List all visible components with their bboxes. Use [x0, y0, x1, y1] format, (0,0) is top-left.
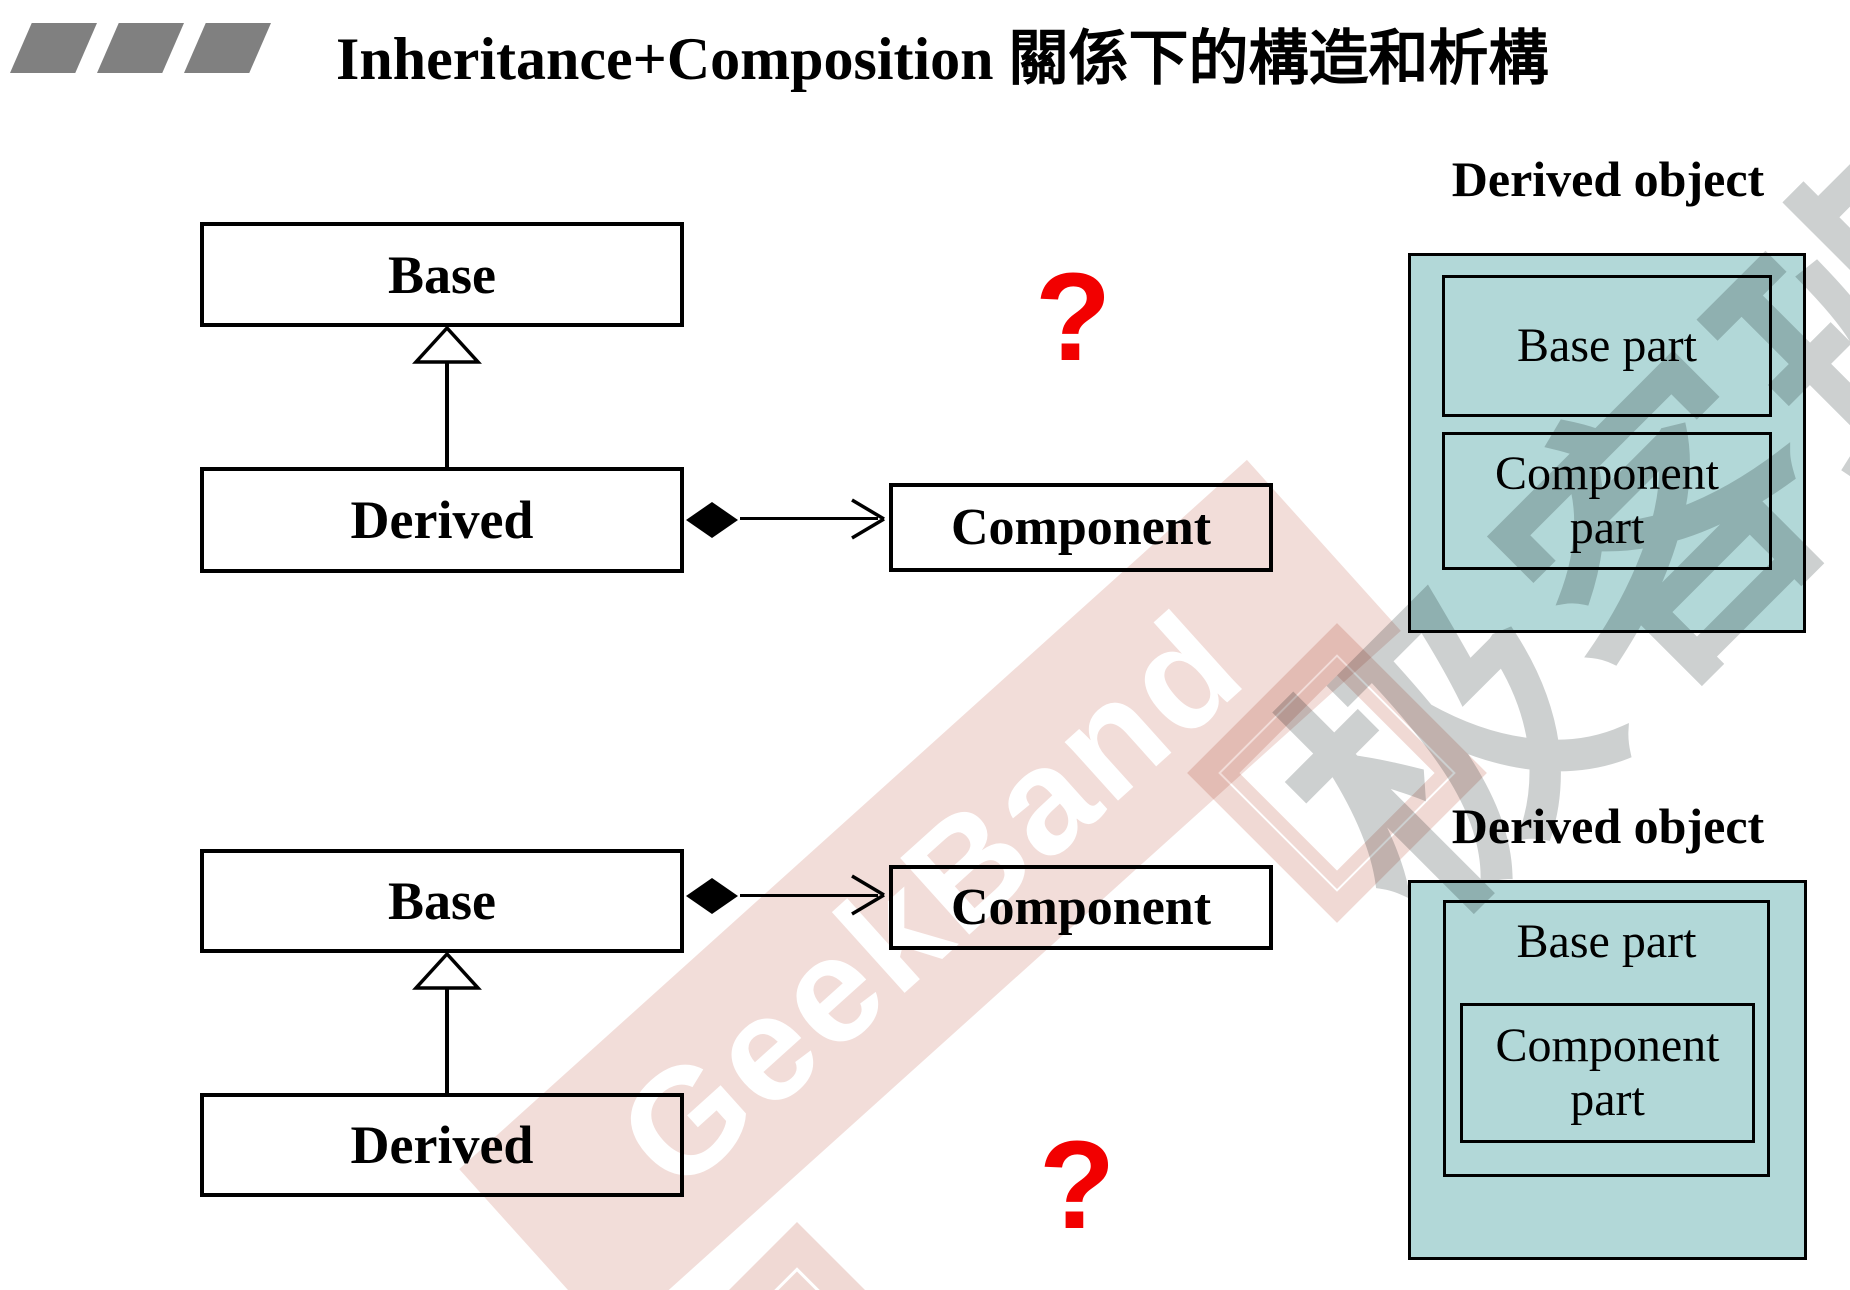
- header-stripes: [10, 23, 271, 73]
- inheritance-triangle-icon: [412, 325, 482, 364]
- derived-object-box-bottom: [1408, 880, 1807, 1260]
- inheritance-line: [445, 363, 449, 467]
- part-label-line: Component: [1495, 447, 1719, 501]
- composition-diamond-icon: [686, 502, 738, 538]
- object-title-top: Derived object: [1451, 151, 1765, 207]
- stripe-decoration: [184, 23, 271, 73]
- component-part-box-bottom-nested: Component part: [1460, 1003, 1755, 1143]
- arrowhead-icon: [851, 874, 885, 916]
- class-box-derived-top: Derived: [200, 467, 684, 573]
- class-box-base-bottom: Base: [200, 849, 684, 953]
- class-box-base-top: Base: [200, 222, 684, 327]
- component-part-box-top: Component part: [1442, 432, 1772, 570]
- stripe-decoration: [97, 23, 184, 73]
- question-mark-bottom: ?: [1038, 1116, 1116, 1255]
- class-label: Derived: [350, 1115, 534, 1175]
- inheritance-triangle-icon: [412, 951, 482, 990]
- class-box-derived-bottom: Derived: [200, 1093, 684, 1197]
- page-title: Inheritance+Composition 關係下的構造和析構: [336, 26, 1549, 92]
- part-label-line: Component: [1495, 1019, 1720, 1073]
- stripe-decoration: [10, 23, 97, 73]
- question-mark-top: ?: [1034, 248, 1112, 387]
- part-label-line: part: [1569, 501, 1645, 554]
- object-title-bottom: Derived object: [1451, 798, 1765, 854]
- class-box-component-top: Component: [889, 483, 1273, 572]
- base-part-box-top: Base part: [1442, 275, 1772, 417]
- inheritance-line: [445, 989, 449, 1093]
- class-label: Component: [950, 879, 1212, 936]
- part-label-line: part: [1570, 1073, 1645, 1126]
- class-box-component-bottom: Component: [889, 865, 1273, 950]
- base-part-box-bottom: Base part: [1443, 900, 1770, 1177]
- class-label: Derived: [350, 490, 534, 550]
- class-label: Base: [388, 244, 496, 305]
- part-label: Base part: [1517, 319, 1697, 373]
- class-label: Component: [950, 499, 1212, 556]
- watermark-seal-frame-outer: [599, 1222, 995, 1290]
- composition-diamond-icon: [686, 878, 738, 914]
- class-label: Base: [388, 871, 496, 931]
- watermark-seal-frame-inner: [648, 1271, 946, 1290]
- arrowhead-icon: [851, 498, 885, 540]
- part-label: Base part: [1516, 915, 1697, 968]
